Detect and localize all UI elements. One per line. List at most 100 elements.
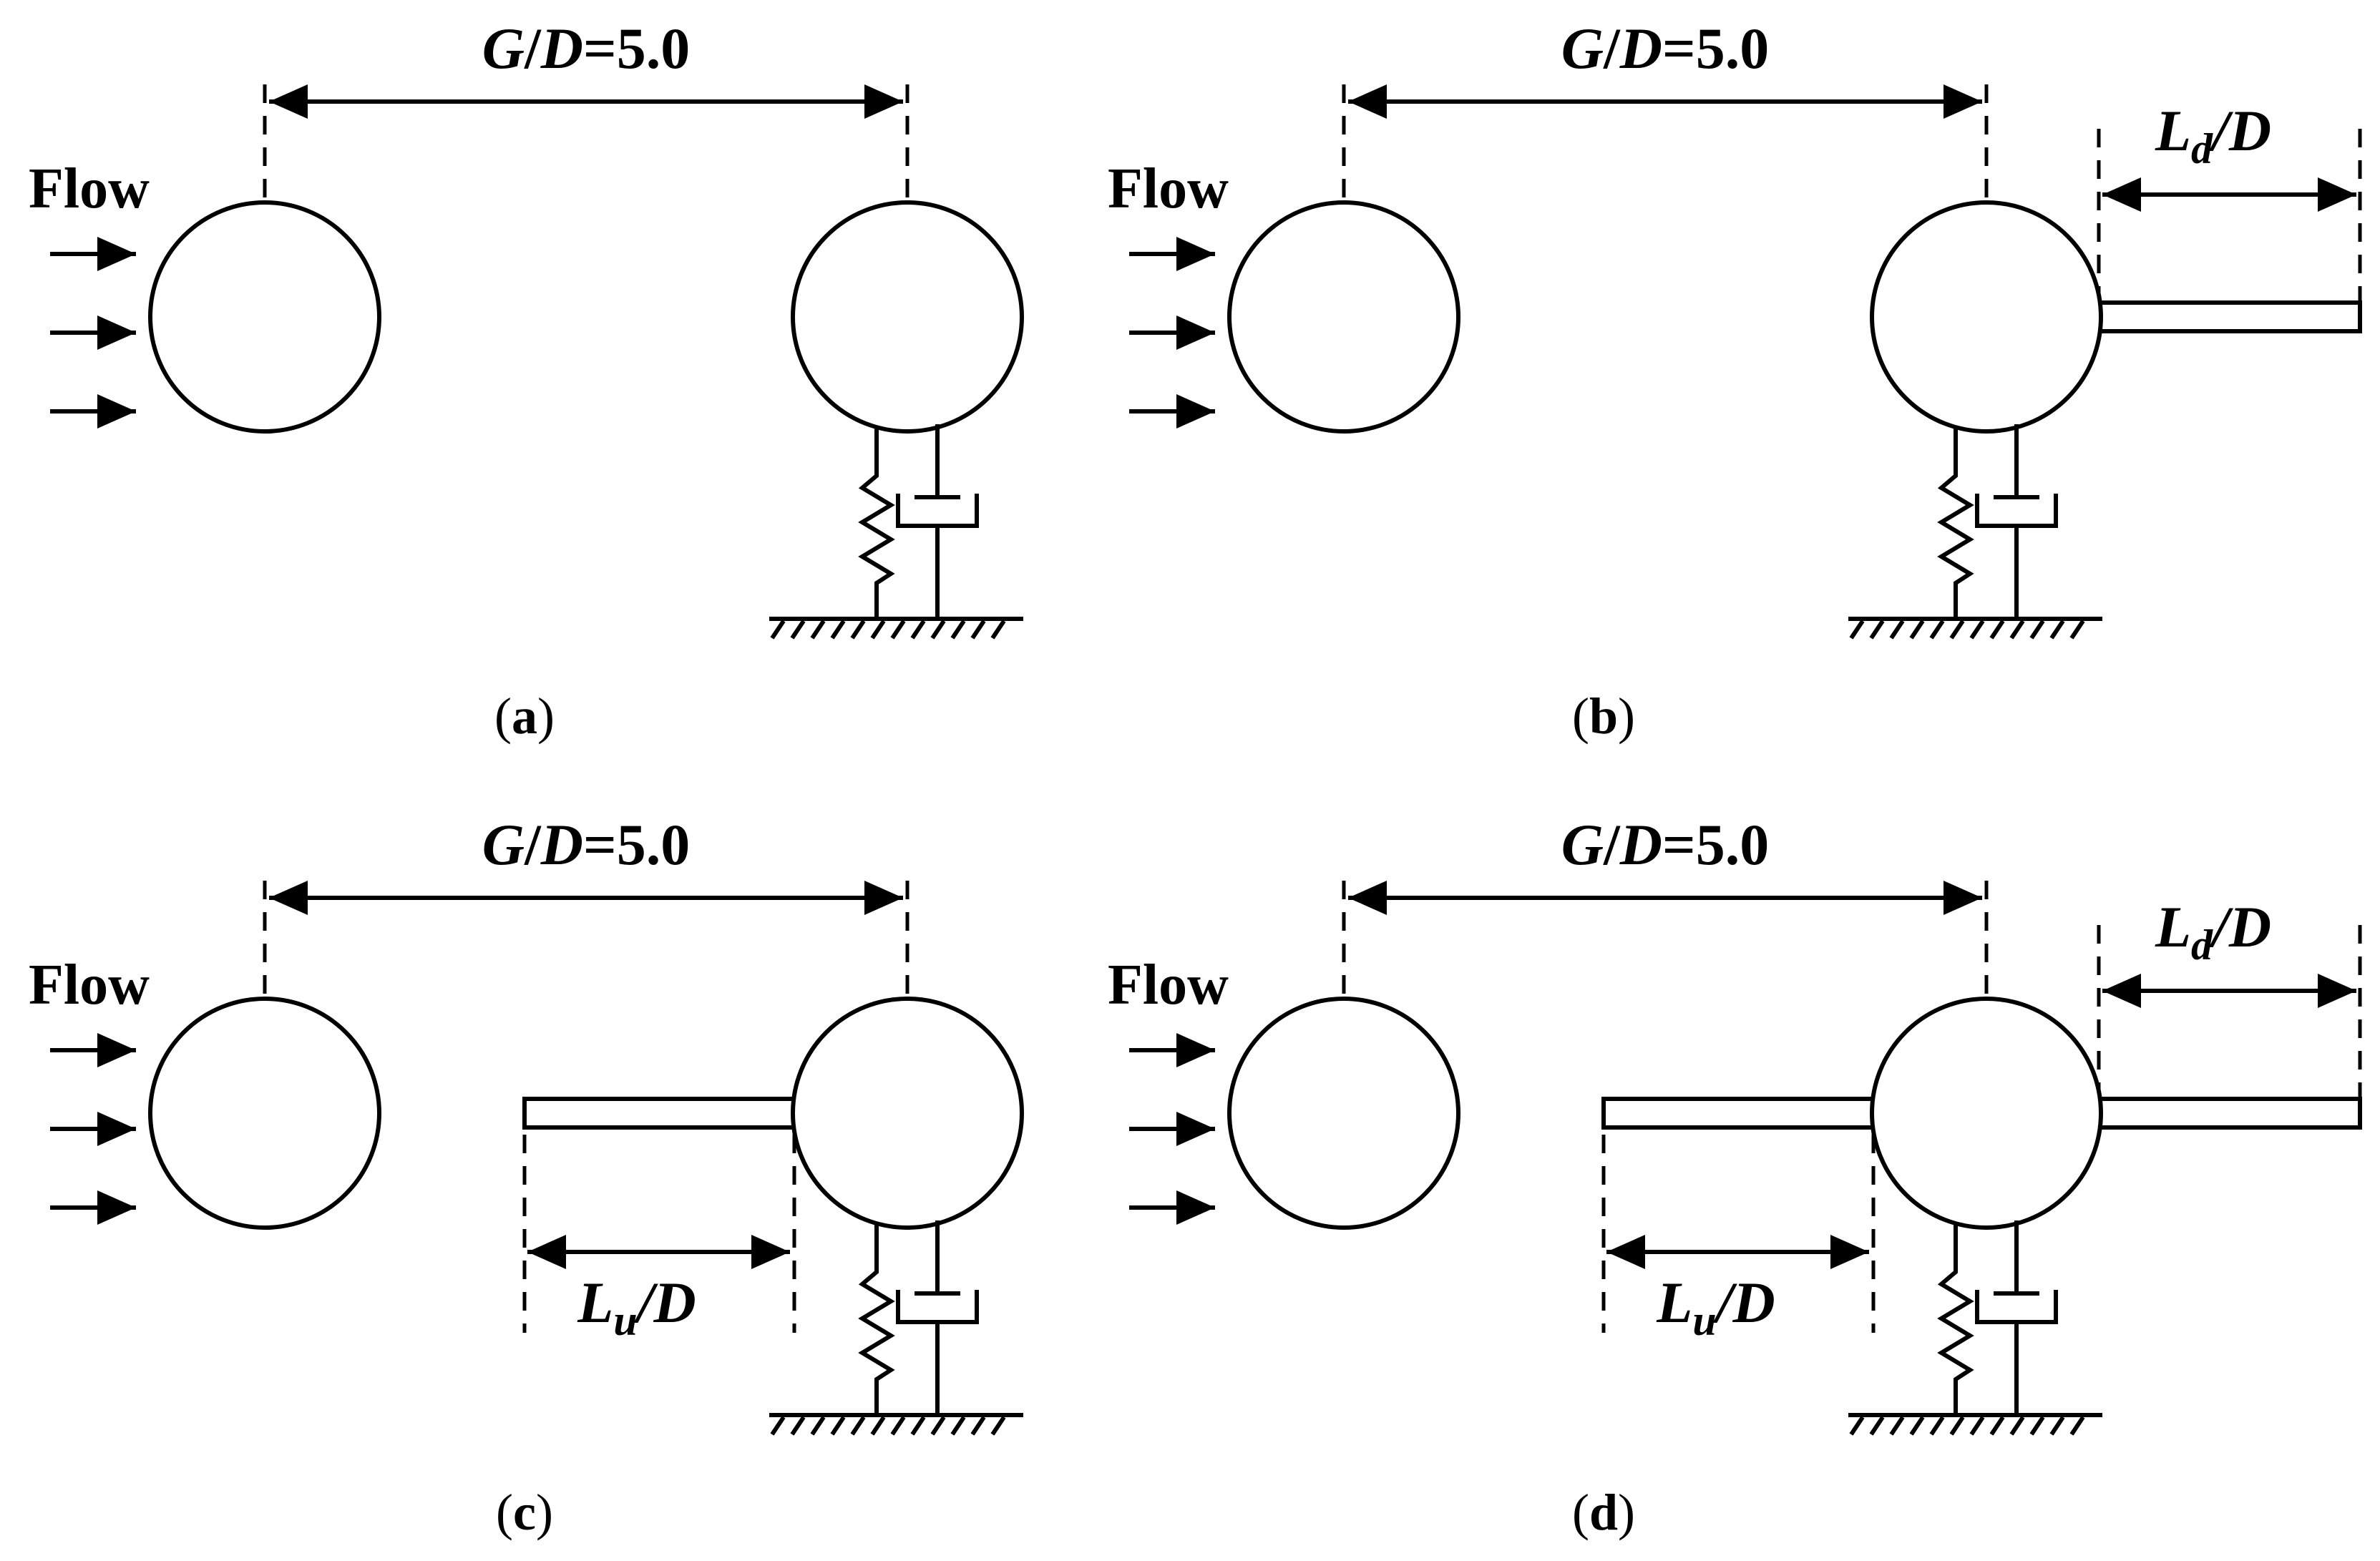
ground-hatch	[870, 1416, 886, 1436]
ground-hatch	[770, 620, 786, 640]
gap-label-g: G	[1561, 812, 1604, 877]
gap-label-d: D	[1619, 16, 1662, 81]
flow-label: Flow	[1108, 954, 1229, 1017]
downstream-splitter-plate	[2096, 300, 2362, 333]
gap-label-value: =5.0	[1662, 16, 1769, 81]
upstream-splitter-plate	[522, 1097, 798, 1130]
ground-hatch	[930, 620, 946, 640]
gap-label-slash: /	[524, 812, 542, 877]
downstream-cylinder	[791, 997, 1024, 1230]
ground-hatch	[850, 620, 866, 640]
downstream-cylinder	[1870, 200, 2103, 434]
panel-caption: (c)	[496, 1484, 553, 1541]
downstream-plate-label-rest: /D	[2209, 894, 2271, 959]
caption-letter: a	[512, 687, 537, 745]
upstream-cylinder	[148, 200, 381, 434]
spring	[1937, 1223, 1974, 1415]
caption-open-paren: (	[496, 1484, 513, 1541]
gap-label-value: =5.0	[583, 812, 690, 877]
ground-hatch	[1929, 620, 1945, 640]
ground-hatch	[1869, 1416, 1885, 1436]
downstream-plate-label-sub: d	[2191, 125, 2213, 172]
ground-hatch	[2009, 620, 2025, 640]
ground-hatch	[1949, 1416, 1965, 1436]
ground-hatch	[970, 620, 986, 640]
ground-hatch	[810, 620, 826, 640]
gap-label-slash: /	[1603, 812, 1621, 877]
upstream-plate-label: Lu/D	[1656, 1270, 1775, 1344]
panels-layer: G/D=5.0Flow(a)G/D=5.0FlowLd/D(b)G/D=5.0F…	[29, 16, 2362, 1541]
ground-hatch	[970, 1416, 986, 1436]
gap-label-g: G	[482, 812, 525, 877]
spring	[858, 427, 895, 619]
ground-hatch	[770, 1416, 786, 1436]
upstream-cylinder	[1227, 200, 1460, 434]
downstream-plate-label: Ld/D	[2155, 98, 2271, 172]
gap-label-value: =5.0	[583, 16, 690, 81]
ground-hatch	[2029, 1416, 2045, 1436]
ground-hatch	[1969, 620, 1985, 640]
caption-open-paren: (	[494, 687, 512, 745]
downstream-plate-label: Ld/D	[2155, 894, 2271, 969]
gap-label-d: D	[1619, 812, 1662, 877]
caption-close-paren: )	[1618, 1484, 1635, 1541]
ground-hatch	[1929, 1416, 1945, 1436]
ground-hatch	[2069, 620, 2085, 640]
ground-hatch	[1969, 1416, 1985, 1436]
downstream-plate-label-l: L	[2155, 894, 2191, 959]
caption-letter: c	[513, 1484, 536, 1541]
gap-label-slash: /	[524, 16, 542, 81]
spring	[1937, 427, 1974, 619]
flow-label: Flow	[29, 954, 150, 1017]
ground-hatch	[2069, 1416, 2085, 1436]
caption-close-paren: )	[537, 687, 555, 745]
ground-hatch	[890, 1416, 906, 1436]
caption-open-paren: (	[1572, 687, 1589, 745]
flow-label: Flow	[1108, 157, 1229, 220]
ground-hatch	[1909, 620, 1925, 640]
panel-caption: (a)	[494, 687, 555, 745]
downstream-plate-label-l: L	[2155, 98, 2191, 163]
ground-hatch	[830, 620, 846, 640]
upstream-splitter-plate	[1601, 1097, 1877, 1130]
ground-hatch	[790, 620, 806, 640]
ground-hatch	[1869, 620, 1885, 640]
ground-hatch	[990, 1416, 1006, 1436]
gap-label: G/D=5.0	[482, 812, 690, 877]
downstream-splitter-plate	[2096, 1097, 2362, 1130]
ground-hatch	[830, 1416, 846, 1436]
downstream-plate-label-sub: d	[2191, 921, 2213, 969]
ground-hatch	[790, 1416, 806, 1436]
ground-hatch	[1949, 620, 1965, 640]
gap-label: G/D=5.0	[1561, 812, 1769, 877]
caption-close-paren: )	[1618, 687, 1635, 745]
ground-hatch	[890, 620, 906, 640]
upstream-cylinder	[148, 997, 381, 1230]
upstream-plate-label-l: L	[1656, 1270, 1692, 1335]
ground-hatch	[910, 1416, 926, 1436]
upstream-plate-label-rest: /D	[1713, 1270, 1775, 1335]
panel-caption: (b)	[1572, 687, 1635, 745]
gap-label-g: G	[1561, 16, 1604, 81]
gap-label-d: D	[540, 16, 583, 81]
gap-label-slash: /	[1603, 16, 1621, 81]
gap-label-g: G	[482, 16, 525, 81]
ground-hatch	[870, 620, 886, 640]
caption-letter: b	[1589, 687, 1618, 745]
ground-hatch	[1889, 1416, 1905, 1436]
caption-letter: d	[1589, 1484, 1618, 1541]
panel-caption: (d)	[1572, 1484, 1635, 1541]
caption-open-paren: (	[1572, 1484, 1589, 1541]
ground-hatch	[1989, 620, 2005, 640]
ground-hatch	[1849, 620, 1865, 640]
upstream-plate-label-sub: u	[1692, 1297, 1716, 1344]
ground-hatch	[1849, 1416, 1865, 1436]
ground-hatch	[810, 1416, 826, 1436]
ground-hatch	[910, 620, 926, 640]
ground-hatch	[990, 620, 1006, 640]
